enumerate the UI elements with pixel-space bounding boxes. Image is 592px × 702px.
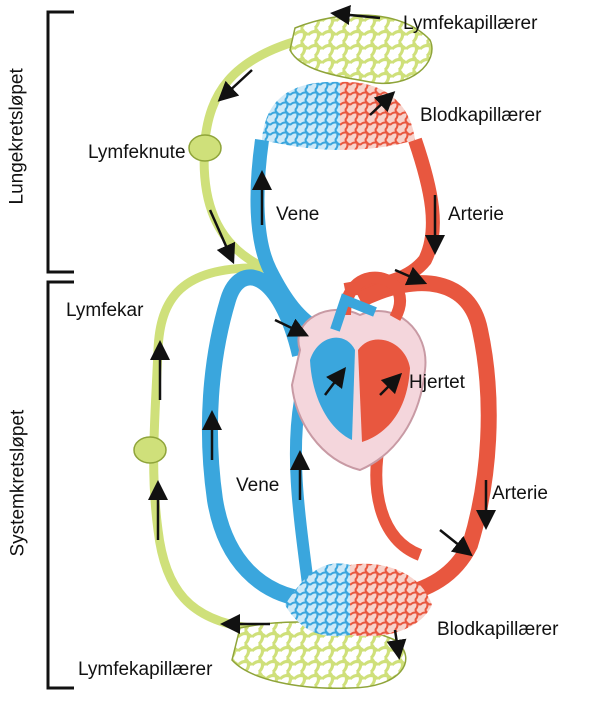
pulmonary-artery-vessel <box>345 140 433 290</box>
label-blood-capillaries-bottom: Blodkapillærer <box>437 620 558 639</box>
label-vein-bottom: Vene <box>236 476 279 495</box>
label-blood-capillaries-top: Blodkapillærer <box>420 106 541 125</box>
arrow-sys-artery-2 <box>440 530 465 550</box>
blood-capillary-bed-top-red <box>340 82 415 150</box>
label-lymph-capillaries-top: Lymfekapillærer <box>403 14 537 33</box>
heart <box>292 278 425 470</box>
blood-capillary-bed-bottom-red <box>350 564 432 636</box>
label-lymph-node: Lymfeknute <box>88 143 186 162</box>
systemic-bracket <box>48 282 74 688</box>
label-vein-top: Vene <box>276 205 319 224</box>
blood-capillary-bed-top-blue <box>262 82 340 150</box>
bracket-label-systemic: Systemkretsløpet <box>9 417 28 557</box>
label-heart: Hjertet <box>409 373 465 392</box>
label-artery-top: Arterie <box>448 205 504 224</box>
bracket-label-pulmonary: Lungekretsløpet <box>8 75 27 205</box>
label-lymph-vessel: Lymfekar <box>66 301 143 320</box>
lymph-node-bottom <box>134 437 166 463</box>
lymph-node-top <box>189 135 221 161</box>
label-artery-bottom: Arterie <box>492 484 548 503</box>
label-lymph-capillaries-bottom: Lymfekapillærer <box>78 660 212 679</box>
pulmonary-bracket <box>48 12 74 272</box>
